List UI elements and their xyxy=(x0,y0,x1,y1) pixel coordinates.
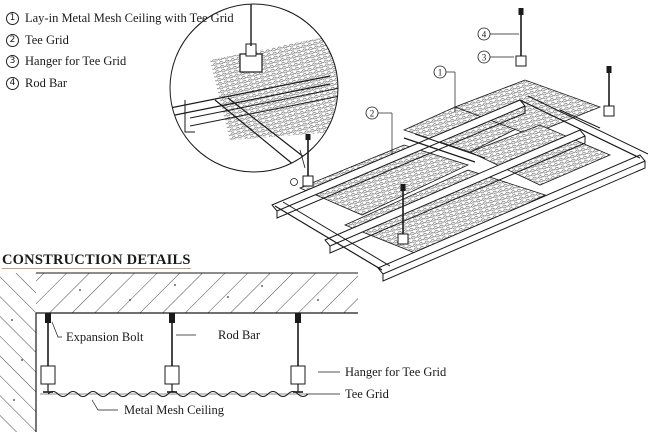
label-tee-grid: Tee Grid xyxy=(345,387,390,401)
legend-number: 1 xyxy=(6,12,19,26)
legend-item: 2 Tee Grid xyxy=(6,30,234,52)
legend-item: 4 Rod Bar xyxy=(6,73,234,95)
legend-item: 3 Hanger for Tee Grid xyxy=(6,51,234,73)
callout-3: 3 xyxy=(477,50,514,64)
label-mesh-ceiling: Metal Mesh Ceiling xyxy=(124,403,225,417)
label-hanger: Hanger for Tee Grid xyxy=(345,365,447,379)
callout-2: 2 xyxy=(365,106,393,155)
svg-text:1: 1 xyxy=(438,68,443,78)
hanger-assembly xyxy=(164,313,180,393)
callout-1: 1 xyxy=(433,65,456,112)
mesh-panel xyxy=(298,144,470,216)
svg-text:4: 4 xyxy=(482,30,487,40)
hanger-rod xyxy=(302,134,314,187)
legend-label: Rod Bar xyxy=(25,75,68,90)
legend-label: Tee Grid xyxy=(25,32,69,47)
mesh-panel xyxy=(343,169,547,256)
hanger-rod xyxy=(397,184,409,245)
legend-label: Lay-in Metal Mesh Ceiling with Tee Grid xyxy=(25,11,234,25)
legend-number: 4 xyxy=(6,76,19,90)
legend: 1 Lay-in Metal Mesh Ceiling with Tee Gri… xyxy=(6,8,234,94)
svg-text:3: 3 xyxy=(482,53,487,63)
legend-number: 2 xyxy=(6,33,19,47)
hanger-rod xyxy=(603,66,615,117)
legend-label: Hanger for Tee Grid xyxy=(25,54,127,68)
label-rod-bar: Rod Bar xyxy=(218,328,261,342)
legend-number: 3 xyxy=(6,55,19,69)
hanger-rod xyxy=(515,8,527,67)
hanger-assembly xyxy=(290,313,306,393)
svg-text:2: 2 xyxy=(370,109,375,119)
hanger-assembly xyxy=(40,313,56,393)
section-detail: Expansion Bolt Rod Bar Hanger for Tee Gr… xyxy=(0,272,447,432)
section-title: CONSTRUCTION DETAILS xyxy=(2,252,191,269)
isometric-assembly: 1 2 3 4 xyxy=(271,8,649,282)
legend-item: 1 Lay-in Metal Mesh Ceiling with Tee Gri… xyxy=(6,8,234,30)
callout-4: 4 xyxy=(477,27,519,41)
label-expansion-bolt: Expansion Bolt xyxy=(66,330,144,344)
zoom-detail xyxy=(169,3,339,186)
